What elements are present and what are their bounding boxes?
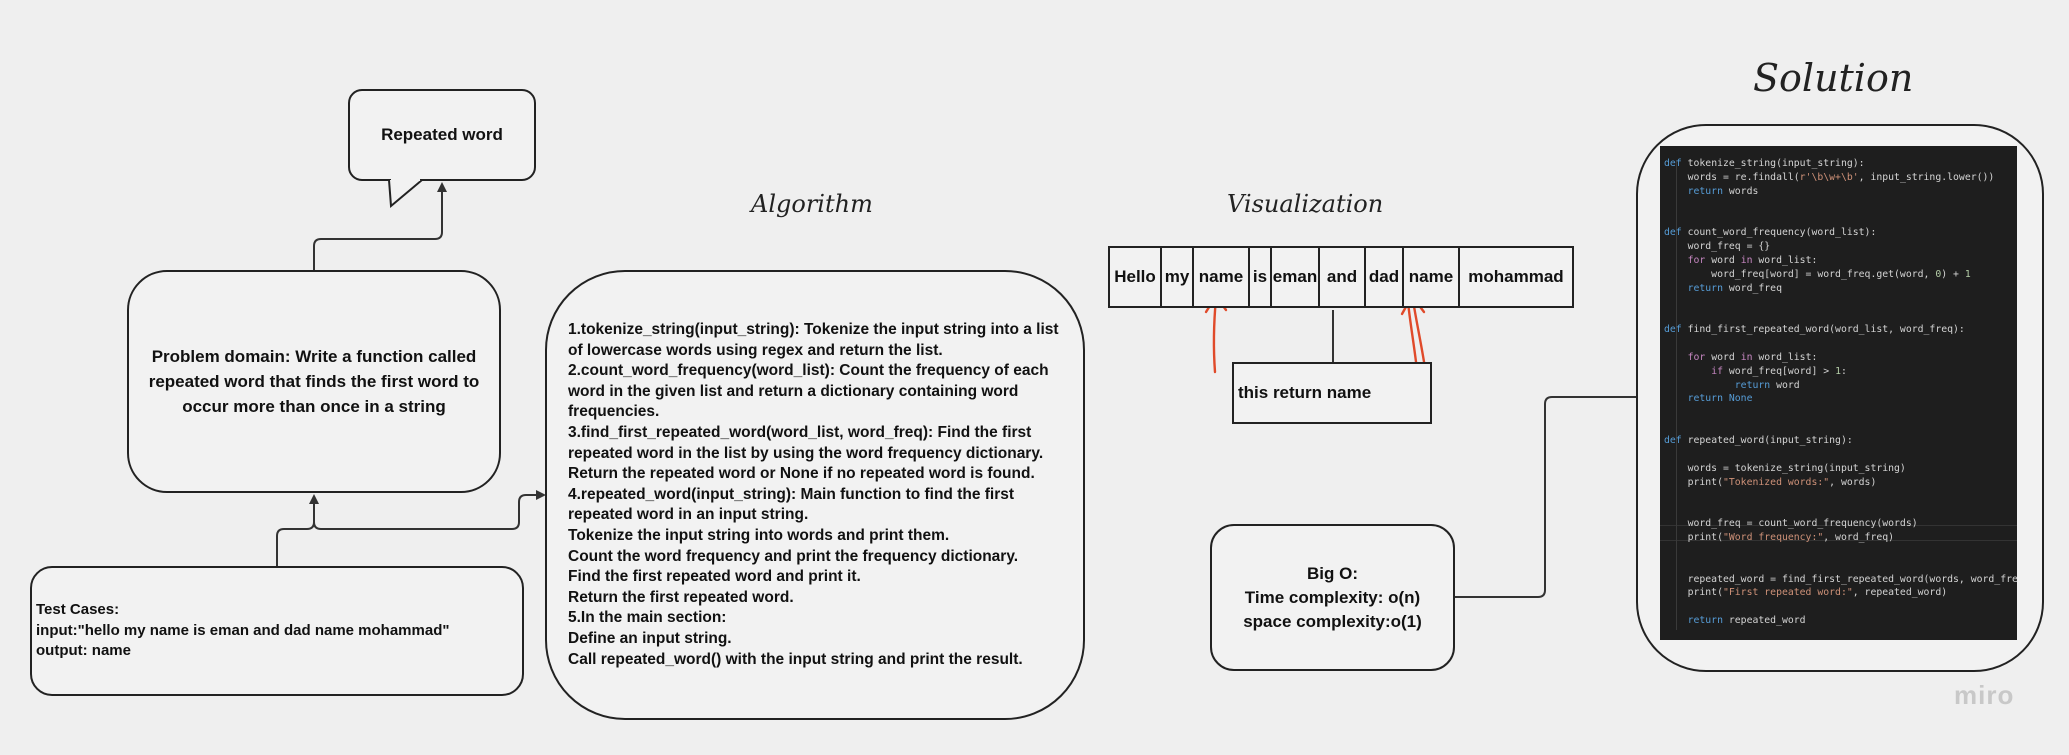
algorithm-line: 2.count_word_frequency(word_list): Count… <box>568 362 1049 421</box>
visualization-title: Visualization <box>1227 190 1384 218</box>
algorithm-title: Algorithm <box>751 190 873 218</box>
code-line: def count_word_frequency(word_list): <box>1664 227 1877 239</box>
code-line: def find_first_repeated_word(word_list, … <box>1664 324 1965 336</box>
code-line: words = re.findall(r'\b\w+\b', input_str… <box>1664 171 1995 183</box>
test-cases-output: output: name <box>36 642 131 659</box>
code-line: repeated_word = find_first_repeated_word… <box>1664 573 2017 585</box>
code-line: return word <box>1734 379 1800 391</box>
code-line: def repeated_word(input_string): <box>1664 435 1853 446</box>
algorithm-line: Find the first repeated word and print i… <box>568 568 861 586</box>
code-line: return words <box>1687 185 1759 197</box>
algorithm-line: Tokenize the input string into words and… <box>568 526 950 544</box>
algorithm-line: Call repeated_word() with the input stri… <box>568 650 1023 668</box>
code-line-highlight <box>1660 525 2017 541</box>
return-label-box: this return name <box>1232 362 1432 424</box>
algorithm-line: Count the word frequency and print the f… <box>568 547 1019 565</box>
algorithm-line: Define an input string. <box>568 629 732 647</box>
algorithm-line: 3.find_first_repeated_word(word_list, wo… <box>568 423 1044 462</box>
big-o-space: space complexity:o(1) <box>1243 611 1422 631</box>
code-line: word_freq[word] = word_freq.get(word, 0)… <box>1664 268 1971 280</box>
connector-tests-to-algorithm <box>313 490 546 530</box>
speech-bubble: Repeated word <box>348 89 536 181</box>
word-cell: and <box>1320 248 1366 306</box>
code-line: print("First repeated word:", repeated_w… <box>1664 587 1948 599</box>
big-o-time: Time complexity: o(n) <box>1244 587 1421 607</box>
problem-domain-text: Problem domain: Write a function called … <box>148 347 480 416</box>
code-gutter <box>1676 160 1677 630</box>
word-cell: eman <box>1272 248 1320 306</box>
code-line: word_freq = {} <box>1664 241 1771 253</box>
big-o-box: Big O: Time complexity: o(n) space compl… <box>1210 524 1455 671</box>
test-cases-text: Test Cases: input:"hello my name is eman… <box>36 600 449 662</box>
test-cases-box <box>30 566 524 696</box>
solution-title: Solution <box>1753 56 1914 100</box>
code-line: def tokenize_string(input_string): <box>1664 158 1865 169</box>
algorithm-line: 5.In the main section: <box>568 609 727 627</box>
word-cell: is <box>1250 248 1272 306</box>
code-editor: def tokenize_string(input_string): words… <box>1660 146 2017 640</box>
word-cell: name <box>1404 248 1460 306</box>
speech-bubble-tail <box>388 178 423 208</box>
word-array: Hello my name is eman and dad name moham… <box>1108 246 1574 308</box>
algorithm-line: 4.repeated_word(input_string): Main func… <box>568 485 1015 524</box>
algorithm-steps: 1.tokenize_string(input_string): Tokeniz… <box>568 320 1068 670</box>
word-cell: dad <box>1366 248 1404 306</box>
code-line: return None <box>1687 393 1753 405</box>
word-cell: name <box>1194 248 1250 306</box>
algorithm-line: 1.tokenize_string(input_string): Tokeniz… <box>568 321 1059 359</box>
algorithm-line: Return the repeated word or None if no r… <box>568 465 1035 483</box>
word-cell: mohammad <box>1468 267 1564 286</box>
code-line: words = tokenize_string(input_string) <box>1664 462 1906 474</box>
speech-bubble-text: Repeated word <box>381 125 503 144</box>
code-line: print("Word frequency:", word_freq) <box>1664 531 1895 543</box>
test-cases-input: input:"hello my name is eman and dad nam… <box>36 621 450 639</box>
connector-tests-to-problem <box>276 494 319 566</box>
code-line: return repeated_word <box>1687 615 1806 627</box>
code-line: for word in word_list: <box>1687 351 1818 363</box>
connector-bigo-to-solution <box>1455 396 1636 598</box>
code-line: return word_freq <box>1687 282 1782 294</box>
big-o-title: Big O: <box>1307 563 1358 583</box>
code-line: if word_freq[word] > 1: <box>1711 365 1847 377</box>
algorithm-line: Return the first repeated word. <box>568 588 794 606</box>
code-line: print("Tokenized words:", words) <box>1664 476 1877 488</box>
word-cell: Hello <box>1110 248 1162 306</box>
connector-problem-to-bubble <box>313 182 447 270</box>
code-line: for word in word_list: <box>1687 254 1818 266</box>
code-line: word_freq = count_word_frequency(words) <box>1664 518 1918 530</box>
problem-domain-box: Problem domain: Write a function called … <box>127 270 501 493</box>
return-label-text: this return name <box>1238 383 1372 402</box>
test-cases-heading: Test Cases: <box>36 601 120 618</box>
miro-watermark: miro <box>1954 680 2015 710</box>
word-cell: my <box>1162 248 1194 306</box>
algorithm-box <box>545 270 1085 720</box>
